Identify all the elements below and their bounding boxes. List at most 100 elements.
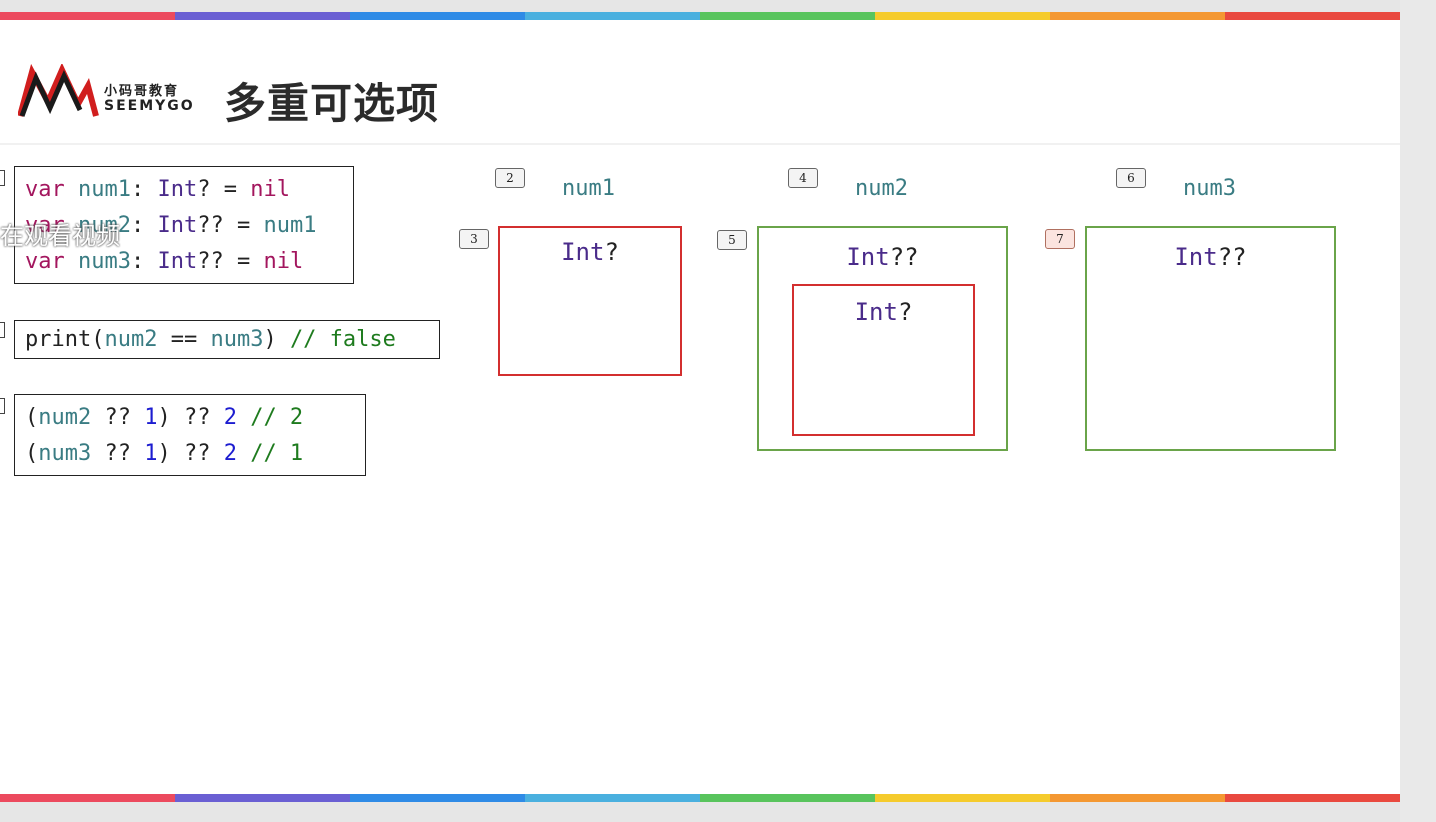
type-name: Int	[846, 243, 890, 271]
optional-marker: ?	[604, 238, 619, 266]
type-label: Int?	[794, 298, 973, 326]
type-label: Int??	[759, 243, 1006, 271]
seemygo-logo: 小码哥教育 SEEMYGO	[18, 64, 198, 120]
header-divider	[0, 143, 1400, 145]
optional-marker: ??	[889, 243, 919, 271]
paren: )	[263, 327, 290, 352]
stripe-segment	[525, 794, 700, 802]
num2-label: num2	[855, 176, 908, 201]
step-badge[interactable]: 6	[1116, 168, 1146, 188]
step-badge[interactable]: 2	[495, 168, 525, 188]
num3-int-double-optional-box: Int??	[1085, 226, 1336, 451]
num3-label: num3	[1183, 176, 1236, 201]
colon: :	[130, 249, 158, 274]
edge-marker	[0, 322, 5, 338]
identifier: num1	[263, 213, 317, 238]
operator: ??	[91, 441, 145, 466]
stripe-segment	[875, 794, 1050, 802]
colon: :	[130, 177, 158, 202]
keyword-var: var	[25, 213, 65, 238]
step-badge-current[interactable]: 7	[1045, 229, 1075, 249]
space	[65, 177, 78, 202]
stripe-segment	[350, 794, 525, 802]
edge-marker	[0, 170, 5, 186]
code-line: (num2 ?? 1) ?? 2 // 2	[25, 400, 355, 436]
type-name: Int	[1174, 243, 1218, 271]
number-literal: 2	[223, 441, 237, 466]
optional-marker: ?? =	[197, 249, 264, 274]
paren: (	[91, 327, 105, 352]
code-line: var num3: Int?? = nil	[25, 244, 343, 280]
stripe-segment	[350, 12, 525, 20]
top-color-stripe	[0, 12, 1400, 20]
top-margin	[0, 0, 1400, 12]
stripe-segment	[1225, 794, 1400, 802]
right-gutter	[1400, 0, 1436, 822]
code-line: print(num2 == num3) // false	[25, 326, 429, 353]
comment: // 2	[236, 405, 304, 430]
number-literal: 1	[144, 441, 158, 466]
page-title: 多重可选项	[224, 79, 440, 128]
edge-marker	[0, 398, 5, 414]
keyword-var: var	[25, 249, 65, 274]
type-label: Int??	[1087, 243, 1334, 271]
bottom-color-stripe	[0, 794, 1400, 802]
stripe-segment	[0, 794, 175, 802]
bottom-margin	[0, 802, 1400, 822]
step-badge[interactable]: 4	[788, 168, 818, 188]
stripe-segment	[700, 794, 875, 802]
logo-chinese-text: 小码哥教育	[104, 84, 180, 99]
comment: // false	[289, 327, 396, 352]
num2-inner-int-optional-box: Int?	[792, 284, 975, 436]
keyword-var: var	[25, 177, 65, 202]
type-name: Int	[157, 213, 198, 238]
identifier: num3	[38, 441, 92, 466]
operator: ) ??	[157, 405, 224, 430]
stripe-segment	[1050, 794, 1225, 802]
space	[65, 249, 78, 274]
step-badge[interactable]: 5	[717, 230, 747, 250]
stripe-segment	[1225, 12, 1400, 20]
code-line: var num1: Int? = nil	[25, 172, 343, 208]
code-line: var num2: Int?? = num1	[25, 208, 343, 244]
stripe-segment	[175, 794, 350, 802]
identifier: num2	[38, 405, 92, 430]
operator: ??	[91, 405, 145, 430]
optional-marker: ?	[897, 298, 913, 326]
logo-english-text: SEEMYGO	[104, 98, 195, 114]
type-name: Int	[561, 238, 605, 266]
stripe-segment	[0, 12, 175, 20]
identifier: num2	[78, 213, 131, 238]
colon: :	[130, 213, 158, 238]
paren: (	[25, 405, 39, 430]
num1-int-optional-box: Int?	[498, 226, 682, 376]
number-literal: 1	[144, 405, 158, 430]
identifier: num2	[104, 327, 158, 352]
code-block-coalesce: (num2 ?? 1) ?? 2 // 2(num3 ?? 1) ?? 2 //…	[14, 394, 366, 476]
function-name: print	[25, 327, 92, 352]
code-block-compare: print(num2 == num3) // false	[14, 320, 440, 359]
optional-marker: ?? =	[197, 213, 264, 238]
optional-marker: ? =	[197, 177, 251, 202]
logo-m-icon	[18, 64, 99, 117]
type-name: Int	[854, 298, 898, 326]
identifier: num3	[210, 327, 264, 352]
step-badge[interactable]: 3	[459, 229, 489, 249]
keyword-nil: nil	[250, 177, 290, 202]
stripe-segment	[875, 12, 1050, 20]
comment: // 1	[236, 441, 304, 466]
optional-marker: ??	[1217, 243, 1247, 271]
type-label: Int?	[500, 238, 680, 266]
num1-label: num1	[562, 176, 615, 201]
type-name: Int	[157, 249, 198, 274]
keyword-nil: nil	[263, 249, 304, 274]
paren: (	[25, 441, 39, 466]
stripe-segment	[525, 12, 700, 20]
type-name: Int	[157, 177, 198, 202]
identifier: num1	[78, 177, 131, 202]
identifier: num3	[78, 249, 131, 274]
video-watermark: 在观看视频	[0, 222, 120, 250]
operator: ==	[157, 327, 211, 352]
num2-int-double-optional-box: Int?? Int?	[757, 226, 1008, 451]
